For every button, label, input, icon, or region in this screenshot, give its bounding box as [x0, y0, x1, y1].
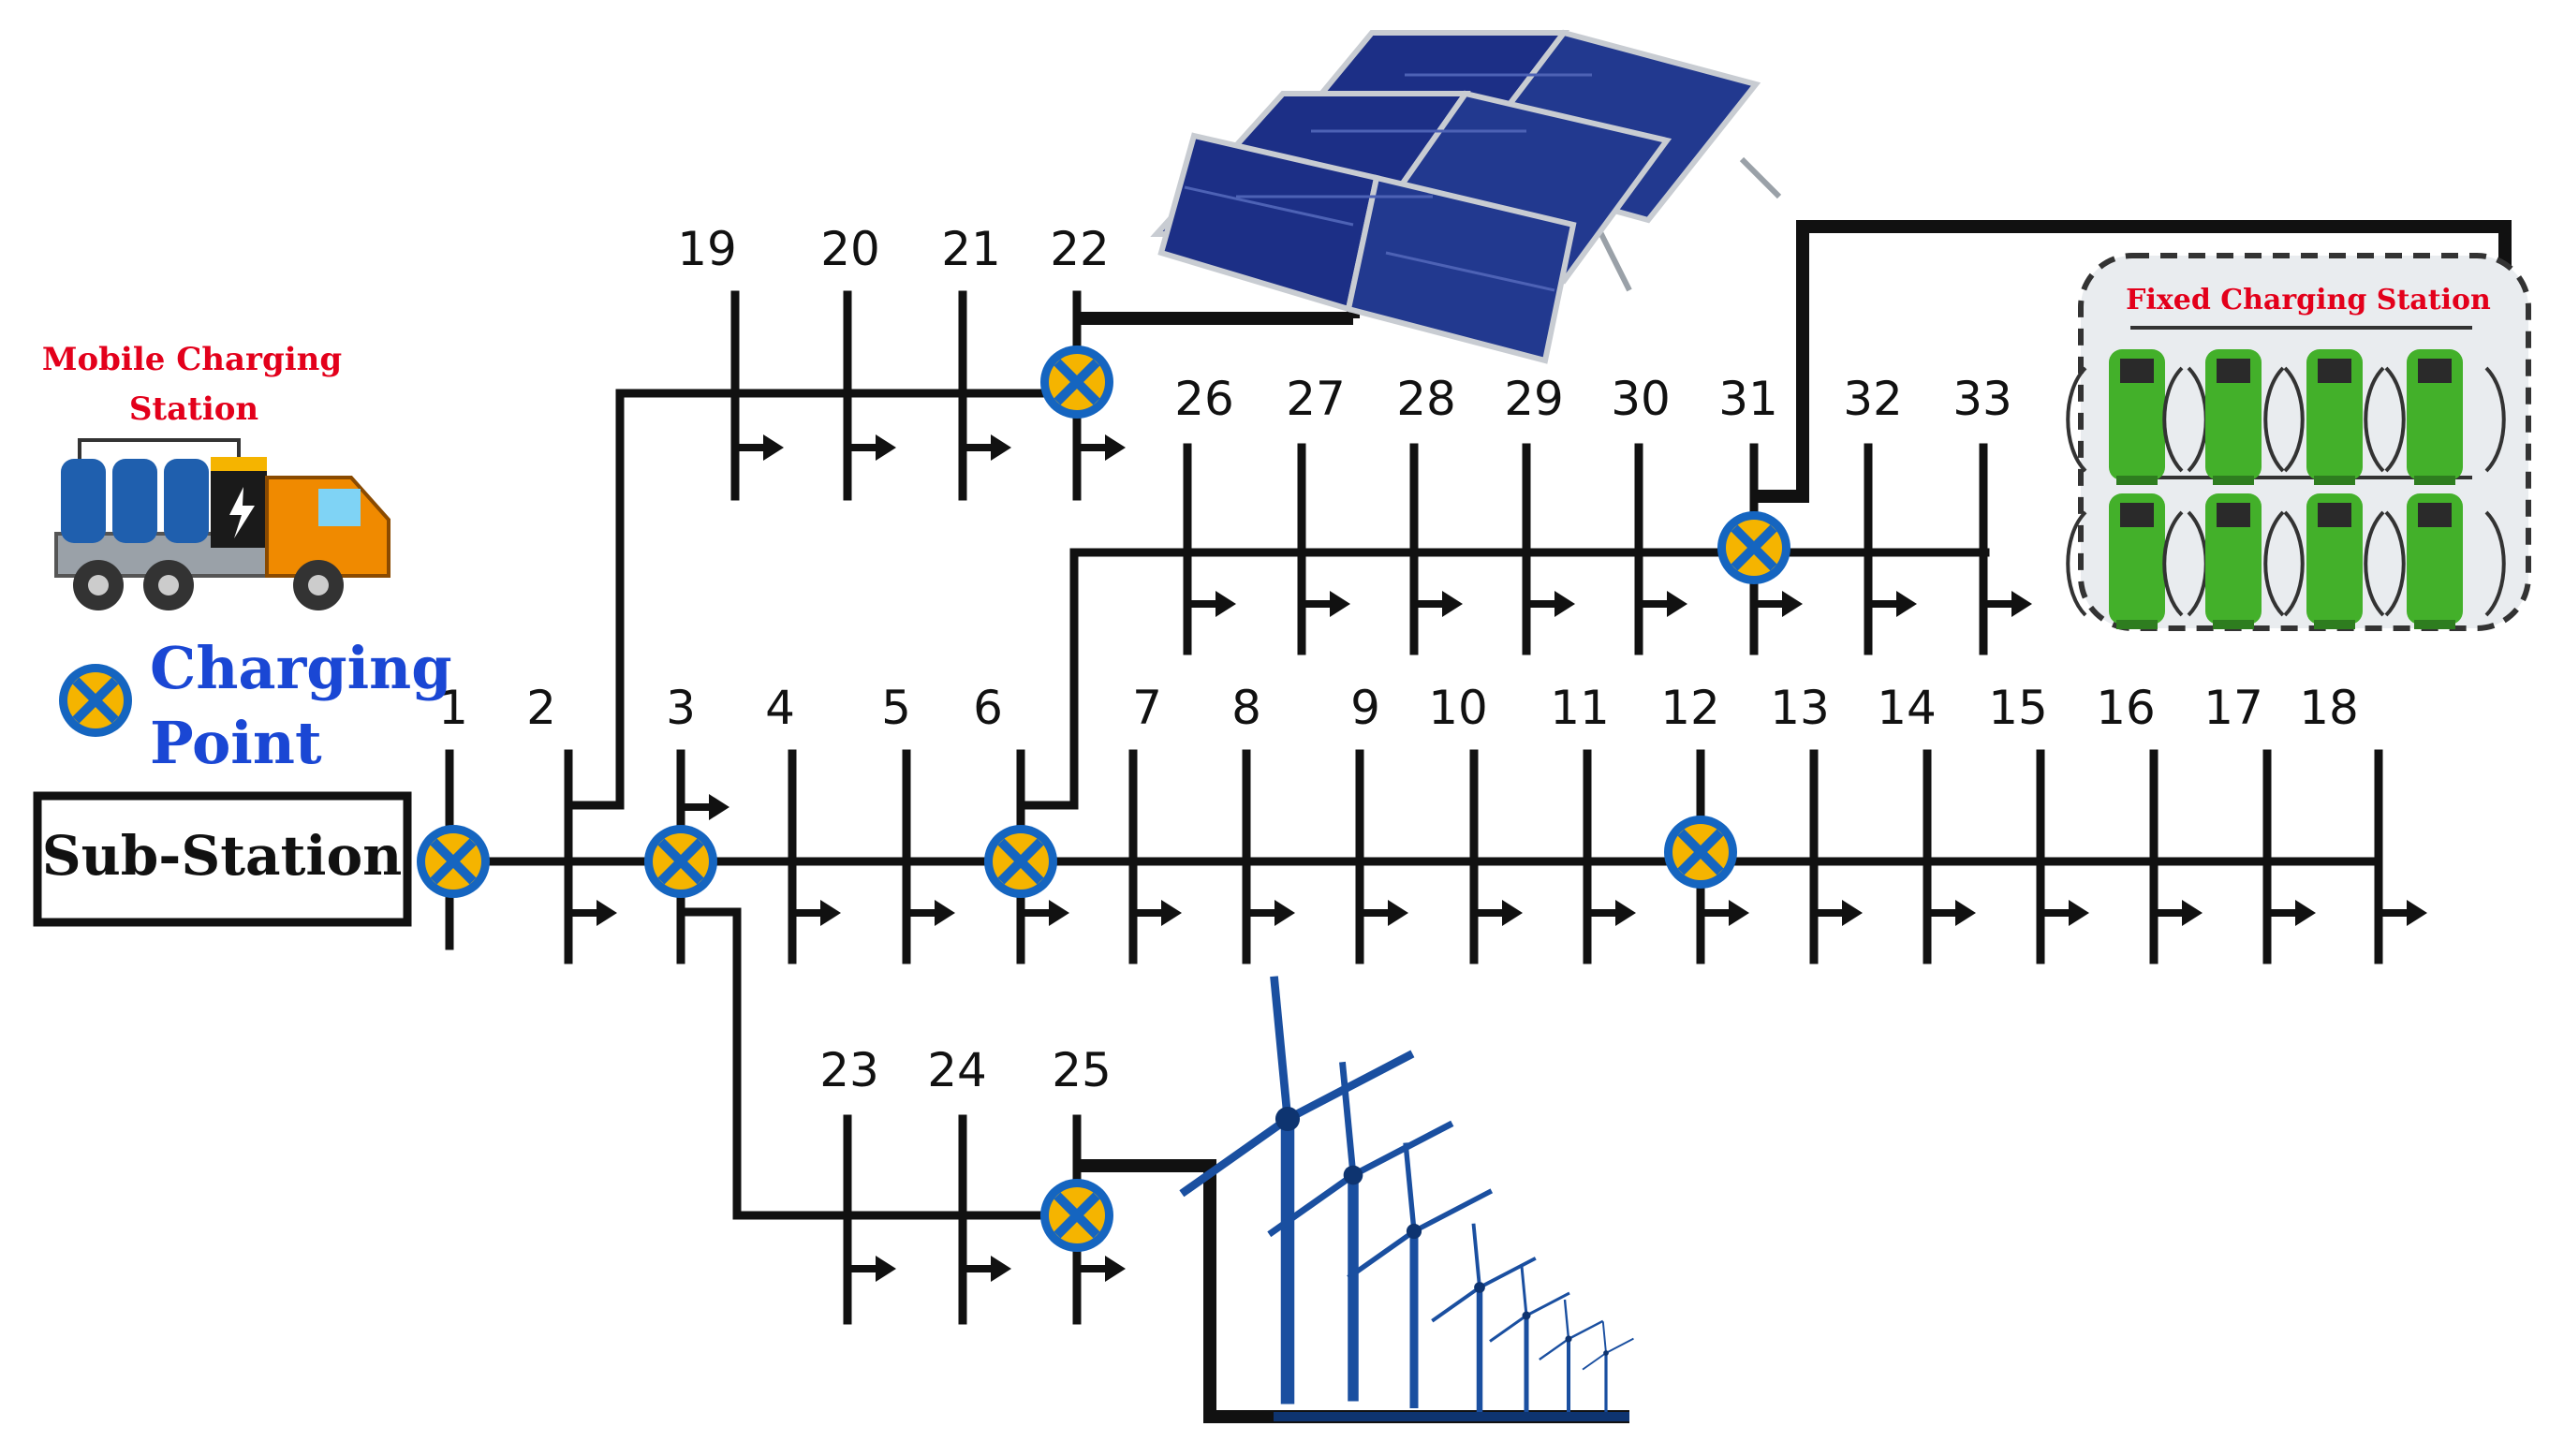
- bus-number: 29: [1504, 372, 1564, 426]
- mobile-station-label-line2: Station: [129, 390, 258, 428]
- bus-number: 10: [1428, 681, 1488, 735]
- bus-number: 9: [1350, 681, 1380, 735]
- bus-number: 31: [1718, 372, 1778, 426]
- bus-number: 2: [526, 681, 556, 735]
- bus-numbers-lower: 23 24 25: [819, 1043, 1112, 1097]
- bus-number: 28: [1396, 372, 1456, 426]
- mobile-station-label-line1: Mobile Charging: [42, 341, 342, 378]
- bus-number: 26: [1174, 372, 1234, 426]
- bus-number: 7: [1132, 681, 1162, 735]
- bus-number: 5: [881, 681, 911, 735]
- bus-number: 33: [1952, 372, 2012, 426]
- charging-point-icon: [417, 825, 490, 898]
- charging-point-legend-icon: [59, 664, 132, 737]
- substation-label: Sub-Station: [42, 824, 403, 888]
- solar-panel-icon: [1150, 29, 1782, 364]
- bus-number: 1: [438, 681, 468, 735]
- mobile-charging-station: Mobile Charging Station: [42, 341, 390, 610]
- fixed-station-label: Fixed Charging Station: [2126, 284, 2491, 316]
- charging-point-icon: [984, 825, 1057, 898]
- bus-number: 23: [819, 1043, 879, 1097]
- charging-point-icon: [1664, 816, 1737, 889]
- bus-number: 30: [1611, 372, 1671, 426]
- charging-point-icon: [644, 825, 717, 898]
- truck-icon: [54, 438, 390, 610]
- bus-numbers-upper: 19 20 21 22: [677, 222, 1110, 276]
- bus-number: 4: [765, 681, 795, 735]
- bus-number: 11: [1550, 681, 1610, 735]
- legend-point-label: Point: [150, 709, 322, 777]
- bus-number: 3: [666, 681, 696, 735]
- charging-point-icon: [1040, 346, 1113, 419]
- charging-point-icon: [1717, 511, 1790, 584]
- bus-number: 12: [1660, 681, 1720, 735]
- bus-number: 25: [1052, 1043, 1112, 1097]
- bus-number: 13: [1770, 681, 1830, 735]
- bus-number: 22: [1050, 222, 1110, 276]
- bus-numbers-middle: 26 27 28 29 30 31 32 33: [1174, 372, 2012, 426]
- bus-number: 21: [941, 222, 1001, 276]
- bus-numbers-main: 1 2 3 4 5 6 7 8 9 10 11 12 13 14 15 16 1…: [438, 681, 2359, 735]
- fixed-charging-station: Fixed Charging Station: [2066, 253, 2531, 631]
- bus-number: 17: [2203, 681, 2263, 735]
- bus-number: 18: [2299, 681, 2359, 735]
- bus-number: 32: [1843, 372, 1903, 426]
- charging-point-icon: [1040, 1179, 1113, 1252]
- bus-number: 6: [973, 681, 1003, 735]
- wind-turbine-icon: [1182, 977, 1636, 1421]
- bus-number: 27: [1286, 372, 1346, 426]
- bus-number: 19: [677, 222, 737, 276]
- bus-bars: [445, 290, 2383, 1325]
- bus-number: 24: [927, 1043, 987, 1097]
- legend-charging-label: Charging: [150, 634, 452, 702]
- legend: Charging Point: [59, 634, 452, 777]
- bus-number: 14: [1877, 681, 1937, 735]
- bus-number: 20: [820, 222, 880, 276]
- substation-box: Sub-Station: [33, 791, 412, 927]
- bus-number: 16: [2096, 681, 2156, 735]
- bus-number: 8: [1231, 681, 1261, 735]
- bus-number: 15: [1988, 681, 2048, 735]
